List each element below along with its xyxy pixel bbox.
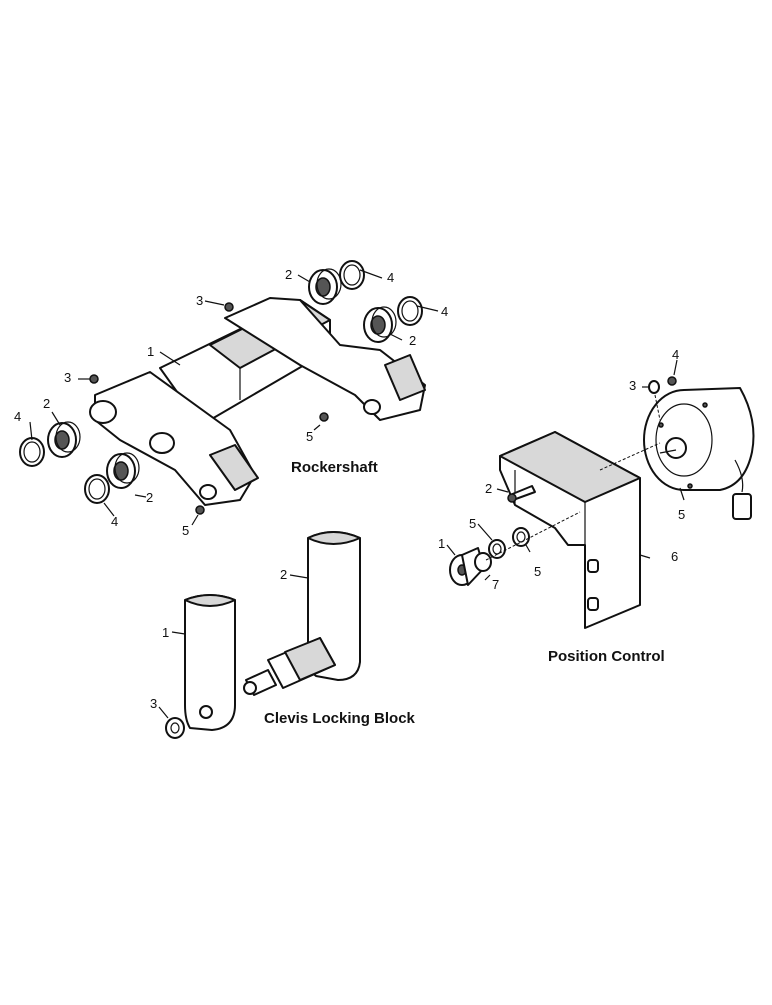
position-control-title: Position Control <box>548 648 665 665</box>
callout-rockershaft-4c: 4 <box>387 270 395 285</box>
position-control-nut <box>474 552 492 572</box>
callout-rockershaft-2b: 2 <box>146 490 154 505</box>
rockershaft-left-clevis <box>209 444 259 491</box>
rockershaft-ring-mid-right <box>397 296 423 326</box>
callout-rockershaft-5a: 5 <box>306 429 314 444</box>
position-control-washer-small <box>648 380 660 394</box>
position-control-encoder <box>643 387 755 520</box>
rockershaft-ring-upper-right <box>339 260 365 290</box>
callout-rockershaft-5b: 5 <box>182 523 190 538</box>
callout-rockershaft-1: 1 <box>147 344 155 359</box>
position-control-nut-small <box>667 376 677 386</box>
callout-position-4: 4 <box>672 347 680 362</box>
clevis-title: Clevis Locking Block <box>264 710 415 727</box>
rockershaft-right-arm <box>224 297 426 421</box>
callout-rockershaft-2d: 2 <box>409 333 417 348</box>
clevis-washer <box>165 717 185 739</box>
callout-position-3: 3 <box>629 378 637 393</box>
rockershaft-assembly <box>19 260 439 526</box>
callout-clevis-2: 2 <box>280 567 288 582</box>
callout-position-7: 7 <box>492 577 500 592</box>
rockershaft-title: Rockershaft <box>291 459 378 476</box>
callout-position-1: 1 <box>438 536 446 551</box>
rockershaft-bushing-mid-right <box>363 306 397 343</box>
position-control <box>446 359 755 629</box>
rockershaft-bushing-lower <box>106 452 140 489</box>
rockershaft-ring-left <box>19 437 45 467</box>
callout-position-5a: 5 <box>469 516 477 531</box>
callout-position-5c: 5 <box>678 507 686 522</box>
callout-position-2: 2 <box>485 481 493 496</box>
callout-rockershaft-4b: 4 <box>111 514 119 529</box>
callout-rockershaft-4a: 4 <box>14 409 22 424</box>
rockershaft-bushing-upper-right <box>308 268 342 305</box>
callout-rockershaft-4d: 4 <box>441 304 449 319</box>
position-control-washer-b <box>512 527 530 547</box>
clevis-locking-block <box>158 531 361 739</box>
position-control-washer-a <box>488 539 506 559</box>
callout-rockershaft-3a: 3 <box>64 370 72 385</box>
grease-fitting-left <box>89 374 99 384</box>
callout-rockershaft-3b: 3 <box>196 293 204 308</box>
callout-clevis-3: 3 <box>150 696 158 711</box>
position-control-screw <box>507 485 536 503</box>
rockershaft-ring-lower <box>84 474 110 504</box>
callout-position-6: 6 <box>671 549 679 564</box>
callout-clevis-1: 1 <box>162 625 170 640</box>
rockershaft-bushing-left <box>47 421 81 458</box>
callout-position-5b: 5 <box>534 564 542 579</box>
callout-rockershaft-2a: 2 <box>43 396 51 411</box>
setscrew-left <box>195 505 205 515</box>
rockershaft-right-clevis <box>384 354 426 401</box>
rockershaft-left-arm <box>94 371 256 506</box>
setscrew-right <box>319 412 329 422</box>
grease-fitting-top <box>224 302 234 312</box>
callout-rockershaft-2c: 2 <box>285 267 293 282</box>
